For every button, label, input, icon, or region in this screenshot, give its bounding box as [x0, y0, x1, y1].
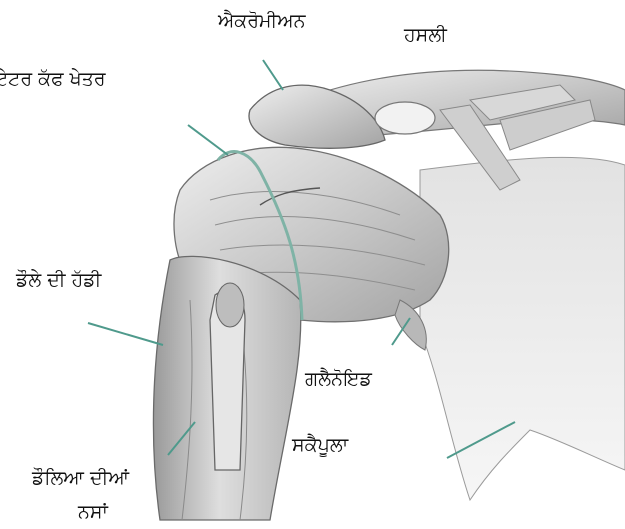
- leader-line-humerus: [88, 323, 163, 345]
- biceps-tendon-head: [216, 283, 244, 327]
- label-scapula: ਸਕੈਪੂਲਾ: [292, 436, 348, 455]
- label-rotator-cuff: ਟੇਟਰ ਕੱਫ ਖੇਤਰ: [0, 70, 106, 89]
- acromioclavicular-joint: [375, 102, 435, 134]
- leader-line-rotator-cuff: [188, 125, 228, 155]
- label-acromion: ਐਕਰੋਮੀਅਨ: [218, 12, 305, 31]
- scapula-shape: [420, 157, 625, 500]
- label-clavicle: ਹਸਲੀ: [404, 26, 447, 45]
- leader-line-acromion: [263, 60, 283, 90]
- label-biceps-tendons-line2: ਨਸਾਂ: [78, 503, 108, 522]
- label-glenoid: ਗਲੈਨੋਇਡ: [305, 370, 372, 389]
- label-humerus: ਡੌਲੇ ਦੀ ਹੱਡੀ: [16, 271, 101, 290]
- label-biceps-tendons-line1: ਡੌਲਿਆ ਦੀਆਂ: [32, 469, 129, 488]
